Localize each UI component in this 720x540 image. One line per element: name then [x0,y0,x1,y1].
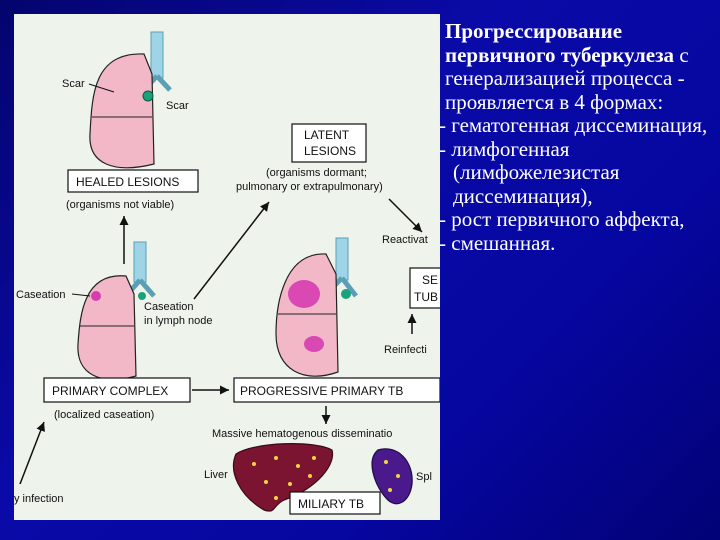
healed-lesions-label: HEALED LESIONS [76,175,179,189]
primary-complex-label: PRIMARY COMPLEX [52,384,168,398]
arrow-reactivation [388,198,423,233]
scar-label-left: Scar [62,78,85,90]
slide-title: Прогрессирование первичного туберкулеза … [445,19,715,114]
liver-label: Liver [204,469,228,481]
latent-note-2: pulmonary or extrapulmonary) [236,181,383,193]
healed-lesions-box [67,169,199,193]
latent-lesions-label-2: LESIONS [304,144,356,158]
arrow-infection [19,421,45,485]
scar-pointer-left [88,83,115,93]
miliary-tb-label: MILIARY TB [298,497,364,511]
list-item: - рост первичного аффекта, [439,207,685,231]
primary-complex-box [43,377,191,403]
list-item: - гематогенная диссеминация, [439,113,708,137]
scar-label-right: Scar [166,100,189,112]
healed-lung-icon [89,31,172,169]
list-item: - смешанная. [439,230,556,255]
progressive-primary-box [233,377,440,403]
dissemination-label: Massive hematogenous disseminatio [212,428,392,440]
slide-text-block: Прогрессирование первичного туберкулеза … [439,19,715,255]
primary-lung-icon [77,241,156,380]
secondary-label-2: TUB [414,290,438,304]
secondary-tb-box [409,267,440,309]
miliary-tb-box [289,491,381,515]
primary-note: (localized caseation) [54,409,154,421]
caseation-lymph-label-2: in lymph node [144,315,213,327]
tb-progression-figure: Scar Scar HEALED LESIONS (organisms not … [14,14,440,520]
spleen-icon [371,448,413,505]
caseation-lymph-label-1: Caseation [144,301,194,313]
figure-drawing: Scar Scar HEALED LESIONS (organisms not … [14,31,440,515]
caseation-label: Caseation [16,289,66,301]
progressive-primary-label: PROGRESSIVE PRIMARY TB [240,384,403,398]
reactivation-label: Reactivat [382,234,428,246]
caseation-pointer [71,293,91,297]
reinfection-label: Reinfecti [384,344,427,356]
list-item: - лимфогенная (лимфожелезистая диссемина… [439,136,620,208]
title-bold: Прогрессирование первичного туберкулеза [445,19,675,67]
progressive-lung-icon [275,237,358,377]
latent-lesions-box [291,123,367,163]
title-rest: с генерализацией процесса - проявляется … [445,42,689,114]
latent-note-1: (organisms dormant; [266,167,367,179]
healed-note: (organisms not viable) [66,199,174,211]
arrow-to-latent [193,201,270,300]
latent-lesions-label-1: LATENT [304,128,350,142]
secondary-label-1: SE [422,273,438,287]
spleen-label: Spl [416,471,432,483]
infection-label: y infection [14,493,64,505]
